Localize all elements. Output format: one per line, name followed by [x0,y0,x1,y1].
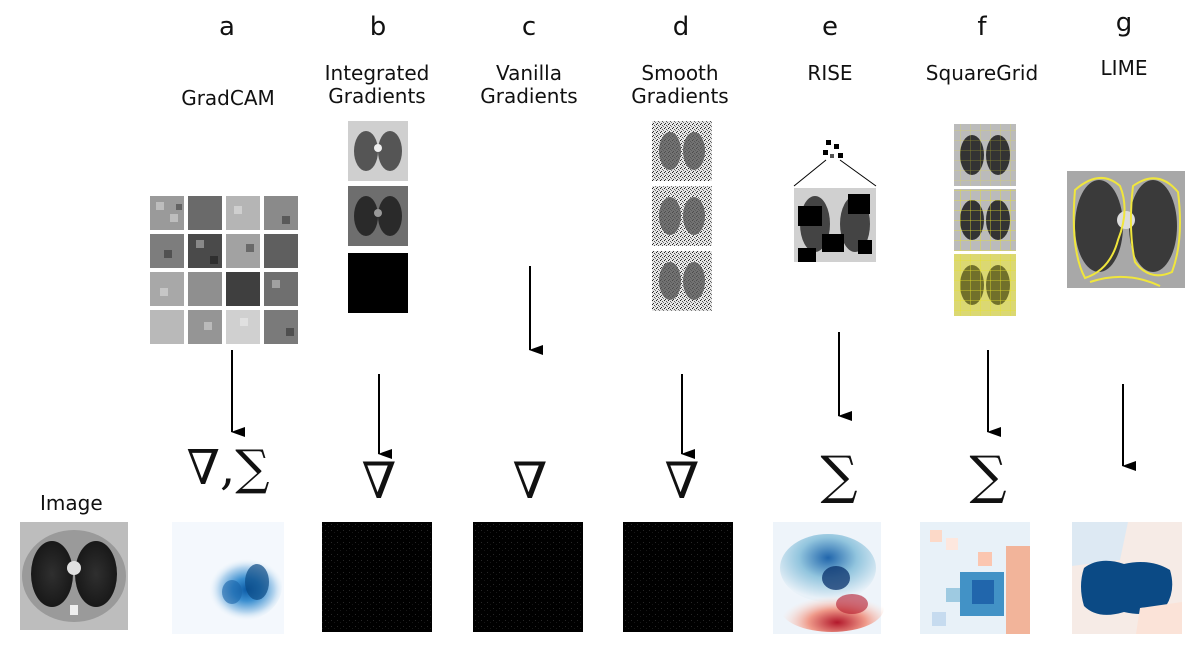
rise-zoom-line-right [839,159,877,187]
squaregrid-image-2 [954,189,1016,251]
rise-small-mask [822,138,844,160]
operator-a: ∇,∑ [186,440,270,496]
column-letter-c: c [521,12,537,42]
method-label-gradcam: GradCAM [181,86,275,110]
operator-f: ∑ [969,446,1007,506]
operator-b: ∇ [361,452,397,510]
method-label-integrated-gradients: Integrated Gradients [324,61,430,108]
squaregrid-image-1 [954,124,1016,186]
column-letter-f: f [977,12,987,42]
squaregrid-image-3 [954,254,1016,316]
gradcam-feature-maps [150,196,298,344]
method-label-squaregrid: SquareGrid [925,61,1039,85]
input-ct-image [20,522,128,630]
lime-superpixel-image [1067,171,1185,288]
gradcam-saliency-map [172,522,284,634]
column-letter-d: d [672,12,690,42]
operator-d: ∇ [664,452,700,510]
method-label-smooth-gradients: Smooth Gradients [631,61,729,108]
integrated-gradients-saliency-map [322,522,432,632]
operator-e: ∑ [820,446,858,506]
column-letter-e: e [822,12,838,42]
vanilla-gradients-saliency-map [473,522,583,632]
image-label: Image [40,491,103,515]
smooth-gradients-saliency-map [623,522,733,632]
integrated-gradients-image-1 [348,121,408,181]
method-label-lime: LIME [1100,56,1148,80]
smooth-gradients-image-3 [652,251,712,311]
column-letter-b: b [369,12,387,42]
smooth-gradients-image-1 [652,121,712,181]
rise-masked-image [794,188,876,262]
lime-saliency-map [1072,522,1182,634]
squaregrid-saliency-map [920,522,1030,634]
method-label-rise: RISE [807,61,853,85]
integrated-gradients-image-2 [348,186,408,246]
column-letter-g: g [1115,8,1133,38]
rise-saliency-map [773,522,884,634]
rise-zoom-line-left [793,159,827,187]
method-label-vanilla-gradients: Vanilla Gradients [480,61,578,108]
smooth-gradients-image-2 [652,186,712,246]
column-letter-a: a [219,12,235,42]
operator-c: ∇ [512,452,548,510]
integrated-gradients-baseline [348,253,408,313]
